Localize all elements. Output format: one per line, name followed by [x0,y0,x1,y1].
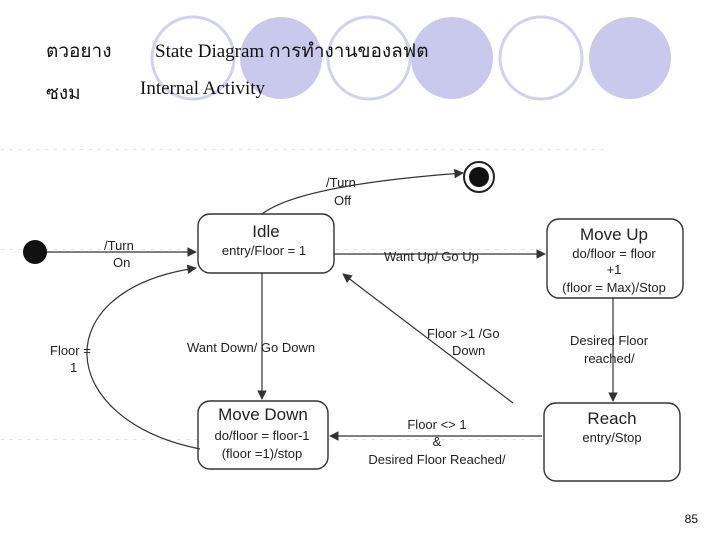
state-reach-name: Reach [587,409,636,428]
circle-filled [240,17,322,99]
transition-floor-gt-1-label: Floor >1 /Go [427,326,500,341]
slide-title: State Diagram การทำงานของลฟต [155,41,429,62]
final-state-dot [469,167,489,187]
state-idle [197,213,335,274]
transition-turn-on-label: /Turn [104,238,134,253]
state-move-up-activity: do/floor = floor [572,246,656,261]
transition-turn-off-label: /Turn [326,175,356,190]
circle-outline [498,15,584,101]
state-move-up-name: Move Up [580,225,648,244]
transition-want-up-label: Want Up/ Go Up [384,249,479,264]
transition-turn-on-label: On [113,255,130,270]
slide-label-1: ตวอยาง [46,41,112,62]
state-move-down-activity: (floor =1)/stop [222,446,303,461]
decorative-circles [150,15,671,101]
transition-floor-ne-1-label: & [433,434,442,449]
circle-outline [150,15,236,101]
state-move-down [197,400,329,470]
state-idle-activity: entry/Floor = 1 [222,243,306,258]
initial-state [23,240,47,264]
transition-floor-eq-1-label: Floor = [50,343,91,358]
transition-floor-eq-1 [86,264,201,450]
state-move-up-activity: (floor = Max)/Stop [562,280,666,295]
transition-turn-off-label: Off [334,193,351,208]
page-number: 85 [684,512,698,526]
transition-want-down-label: Want Down/ Go Down [187,340,315,355]
state-reach [543,402,681,482]
state-move-down-name: Move Down [218,405,308,424]
state-reach-activity: entry/Stop [582,430,641,445]
state-idle-name: Idle [252,222,279,241]
state-move-up [546,218,684,299]
transition-floor-ne-1-label: Desired Floor Reached/ [368,452,506,467]
transition-desired-reached-label: reached/ [584,351,635,366]
state-move-down-activity: do/floor = floor-1 [214,428,309,443]
slide-label-2: ซงม [46,83,81,104]
circle-filled [589,17,671,99]
state-move-up-activity: +1 [607,262,622,277]
transition-turn-off [261,168,464,215]
circle-outline [326,15,412,101]
transition-floor-gt-1-label: Down [452,343,485,358]
circle-filled [411,17,493,99]
final-state-ring [463,161,495,193]
transition-floor-ne-1-label: Floor <> 1 [407,417,466,432]
slide-subtitle: Internal Activity [140,78,266,99]
transition-floor-gt-1 [342,273,514,404]
transition-desired-reached-label: Desired Floor [570,333,649,348]
transition-floor-eq-1-label: 1 [70,360,77,375]
